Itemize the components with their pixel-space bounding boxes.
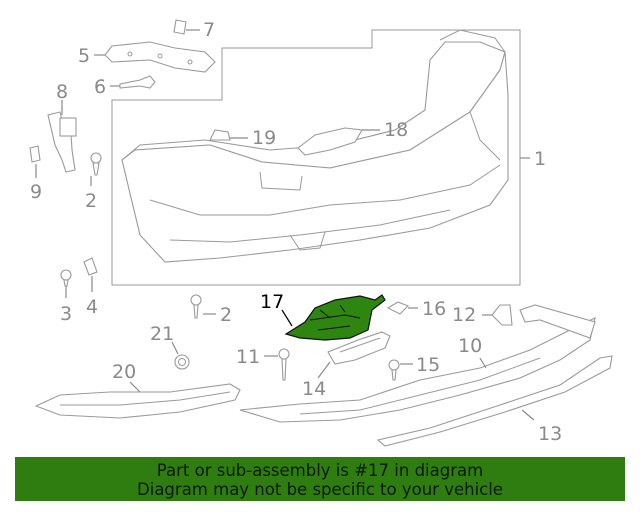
part-4-clip[interactable]	[83, 257, 98, 276]
banner-line-1: Part or sub-assembly is #17 in diagram	[156, 461, 484, 480]
callout-13[interactable]: 13	[538, 423, 562, 445]
part-11-pin[interactable]	[278, 348, 290, 381]
leader-14	[317, 361, 331, 379]
part-17-bracket-highlighted[interactable]	[284, 294, 386, 341]
callout-5[interactable]: 5	[78, 45, 90, 67]
callout-19[interactable]: 19	[252, 127, 276, 149]
callout-10[interactable]: 10	[458, 335, 482, 357]
part-16-clip[interactable]	[386, 301, 409, 315]
part-5-bracket[interactable]	[104, 41, 216, 73]
callout-8[interactable]: 8	[56, 81, 68, 103]
leader-13	[521, 409, 535, 421]
leader-10	[479, 357, 487, 369]
assembly-box	[111, 29, 521, 286]
banner-line-2: Diagram may not be specific to your vehi…	[137, 480, 503, 499]
part-8-bracket[interactable]	[47, 111, 77, 173]
info-banner: Part or sub-assembly is #17 in diagram D…	[15, 457, 625, 501]
callout-15[interactable]: 15	[416, 354, 440, 376]
part-20-trim[interactable]	[34, 383, 241, 419]
callout-9[interactable]: 9	[30, 181, 42, 203]
leader-17	[281, 309, 293, 327]
callout-17[interactable]: 17	[260, 291, 284, 313]
part-15-screw[interactable]	[388, 359, 400, 381]
part-13-strip[interactable]	[376, 355, 613, 447]
callout-21[interactable]: 21	[150, 323, 174, 345]
leader-21	[171, 341, 179, 355]
part-10-valance[interactable]	[239, 304, 596, 423]
part-1-bumper-cover[interactable]	[121, 29, 509, 263]
callout-7[interactable]: 7	[203, 19, 215, 41]
part-9-clip[interactable]	[29, 145, 41, 163]
part-7-clip[interactable]	[173, 19, 187, 35]
part-6-pin[interactable]	[119, 75, 156, 89]
callout-11[interactable]: 11	[236, 346, 260, 368]
parts-diagram: 1 18 19 7 5 6 8 9	[29, 19, 613, 447]
leader-20	[129, 381, 141, 393]
callout-16[interactable]: 16	[422, 298, 446, 320]
part-2-screw-upper[interactable]	[90, 152, 102, 176]
callout-14[interactable]: 14	[302, 378, 326, 400]
callout-1[interactable]: 1	[534, 148, 546, 170]
callout-6[interactable]: 6	[94, 76, 106, 98]
part-21-grommet[interactable]	[174, 354, 190, 370]
callout-2b[interactable]: 2	[220, 304, 232, 326]
part-18-bracket[interactable]	[297, 127, 363, 156]
callout-3[interactable]: 3	[60, 303, 72, 325]
callout-20[interactable]: 20	[112, 361, 136, 383]
part-2-screw-lower[interactable]	[190, 294, 202, 319]
part-19-clip[interactable]	[209, 129, 231, 141]
callout-18[interactable]: 18	[384, 119, 408, 141]
callout-2a[interactable]: 2	[85, 190, 97, 212]
part-14-reflector[interactable]	[327, 331, 391, 365]
callout-4[interactable]: 4	[86, 296, 98, 318]
part-12-bracket[interactable]	[491, 304, 513, 326]
part-3-screw[interactable]	[60, 269, 72, 287]
callout-12[interactable]: 12	[452, 304, 476, 326]
